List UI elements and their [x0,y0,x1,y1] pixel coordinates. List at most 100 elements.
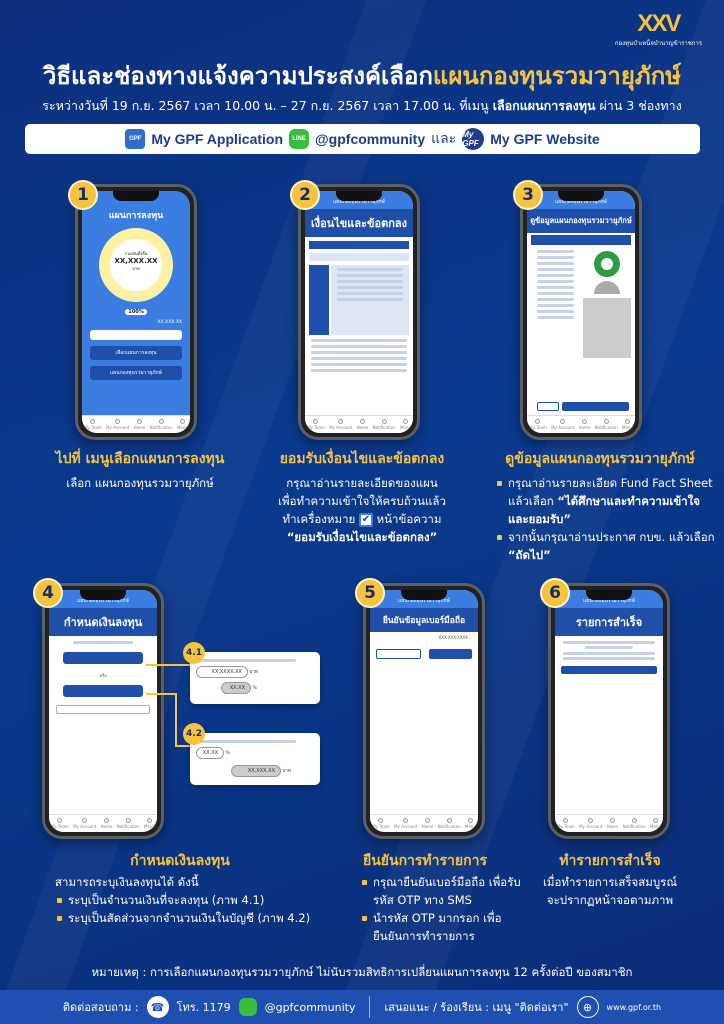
nav-item[interactable]: Menu [144,818,155,829]
nav-item[interactable]: Notification [373,419,396,430]
nav-icon [90,419,96,424]
nav-item[interactable]: Menu [622,419,633,430]
nav-item[interactable]: My Team [84,419,102,430]
nav-item[interactable]: Menu [465,818,476,829]
nav-label: Home [578,425,591,430]
nav-item[interactable]: My Team [307,419,325,430]
phone-step-1: แผนการลงทุน รวมเงินทั้งสิ้น XX,XXX.XX บา… [75,184,197,440]
step-6-line-1: เมื่อทำรายการเสร็จสมบูรณ์ [542,875,678,889]
line-link[interactable]: @gpfcommunity [264,1000,356,1014]
nav-item[interactable]: My Account [551,419,574,430]
nav-item[interactable]: My Team [557,818,575,829]
amount-unit: บาท [249,670,258,675]
step-3-badge: 3 [513,180,543,210]
plan-dropdown[interactable] [90,330,182,340]
phone-number-mask: XXX-XXX-XXXX [438,635,469,640]
nav-item[interactable]: My Account [579,818,602,829]
nav-item[interactable]: Menu [400,419,411,430]
subtitle-bold: เลือกแผนการลงทุน [492,98,596,113]
phone-link[interactable]: โทร. 1179 [176,1001,231,1014]
title-main: วิธีและช่องทางแจ้งความประสงค์เลือก [42,62,433,90]
page-subtitle: ระหว่างวันที่ 19 ก.ย. 2567 เวลา 10.00 น.… [0,96,724,116]
choose-plan-button[interactable]: เลือกแผนการลงทุน [90,346,182,360]
footnote: หมายเหตุ : การเลือกแผนกองทุนรวมวายุภักษ์… [91,965,633,979]
nav-icon [378,818,384,823]
nav-label: Notification [149,425,173,430]
nav-label: My Team [529,425,547,430]
website-link[interactable]: www.gpf.or.th [606,1002,662,1012]
step-6-badge: 6 [540,578,570,608]
nav-label: My Team [51,824,69,829]
nav-item[interactable]: Notification [117,818,140,829]
waypak-fund-button[interactable]: แผนกองทุนรวมวายุภักษ์ [90,366,182,380]
screen-title: ยืนยันข้อมูลเบอร์มือถือ [370,608,478,632]
nav-label: My Account [106,425,130,430]
nav-item[interactable]: Notification [438,818,461,829]
step-4-bullet-1: ระบุเป็นจำนวนเงินที่จะลงทุน (ภาพ 4.1) [55,891,335,909]
phone-step-2: แผนกองทุนรวมวายุภักษ์ เงื่อนไขและข้อตกลง… [298,184,420,440]
specify-percent-button[interactable] [63,685,143,697]
home-button[interactable] [561,666,657,674]
percent-readout: XX.XX [221,682,251,694]
percent-input[interactable]: XX.XX [196,747,224,759]
nav-icon [403,818,409,823]
nav-item[interactable]: My Team [529,419,547,430]
channels-bar: GPF My GPF Application LINE @gpfcommunit… [25,124,700,154]
nav-item[interactable]: Notification [595,419,618,430]
nav-item[interactable]: My Account [73,818,96,829]
channel-web[interactable]: My GPF Website [490,131,600,147]
step-3-text: กรุณาอ่านรายละเอียด Fund Fact Sheet แล้ว… [495,474,715,564]
nav-item[interactable]: Home [101,818,112,829]
nav-label: Home [356,425,369,430]
nav-item[interactable]: Notification [623,818,646,829]
step-5-bullet-2: นำรหัส OTP มากรอก เพื่อยืนยันการทำรายการ [360,909,530,945]
nav-label: Menu [649,824,661,829]
screen-title: ดูข้อมูลแผนกองทุนรวมวายุภักษ์ [527,209,635,233]
nav-item[interactable]: Menu [650,818,661,829]
nav-label: Menu [621,425,633,430]
channel-line[interactable]: @gpfcommunity [315,131,426,147]
pie-chart-icon [593,251,620,277]
nav-item[interactable]: My Account [394,818,417,829]
cancel-button[interactable] [376,649,421,659]
step-4-bullet-2: ระบุเป็นสัดส่วนจากจำนวนเงินในบัญชี (ภาพ … [55,909,335,927]
line-icon [238,998,257,1016]
nav-item[interactable]: Home [356,419,369,430]
callout-4-1-badge: 4.1 [183,642,205,664]
back-button[interactable] [537,402,559,411]
gpf-app-icon: GPF [125,129,146,149]
line-icon: LINE [289,129,310,149]
my-gpf-web-icon: My GPF [462,128,485,150]
page-title: วิธีและช่องทางแจ้งความประสงค์เลือกแผนกอง… [0,56,724,95]
nav-icon [381,419,387,424]
amount-input[interactable]: XX,XXXX.XX [196,666,248,678]
nav-item[interactable]: My Account [106,419,129,430]
channel-and: และ [431,130,457,146]
nav-item[interactable]: Home [134,419,145,430]
nav-item[interactable]: My Account [329,419,352,430]
phone-step-6: แผนกองทุนรวมวายุภักษ์ รายการสำเร็จ My Te… [548,583,670,839]
accept-button[interactable] [562,402,629,411]
nav-item[interactable]: Home [607,818,618,829]
nav-item[interactable]: Notification [150,419,173,430]
confirm-button[interactable] [429,649,472,659]
step-6-text: เมื่อทำรายการเสร็จสมบูรณ์ จะปรากฏหน้าจอต… [520,873,700,909]
channel-app[interactable]: My GPF Application [151,131,284,147]
nav-item[interactable]: My Team [51,818,69,829]
gpf-logo: XXV กองทุนบำเหน็จบำนาญข้าราชการ [615,10,702,48]
total-unit: บาท [132,266,140,271]
phone-step-4: แผนกองทุนรวมวายุภักษ์ กำหนดเงินลงทุน หรื… [42,583,164,839]
back-button[interactable] [56,705,150,714]
nav-item[interactable]: Menu [177,419,188,430]
nav-item[interactable]: Home [578,419,591,430]
specify-amount-button[interactable] [63,652,143,664]
percent-unit: % [252,686,257,691]
gauge-icon [593,281,620,294]
nav-item[interactable]: Home [422,818,433,829]
or-label: หรือ [99,673,107,678]
nav-item[interactable]: My Team [372,818,390,829]
nav-icon [359,419,365,424]
